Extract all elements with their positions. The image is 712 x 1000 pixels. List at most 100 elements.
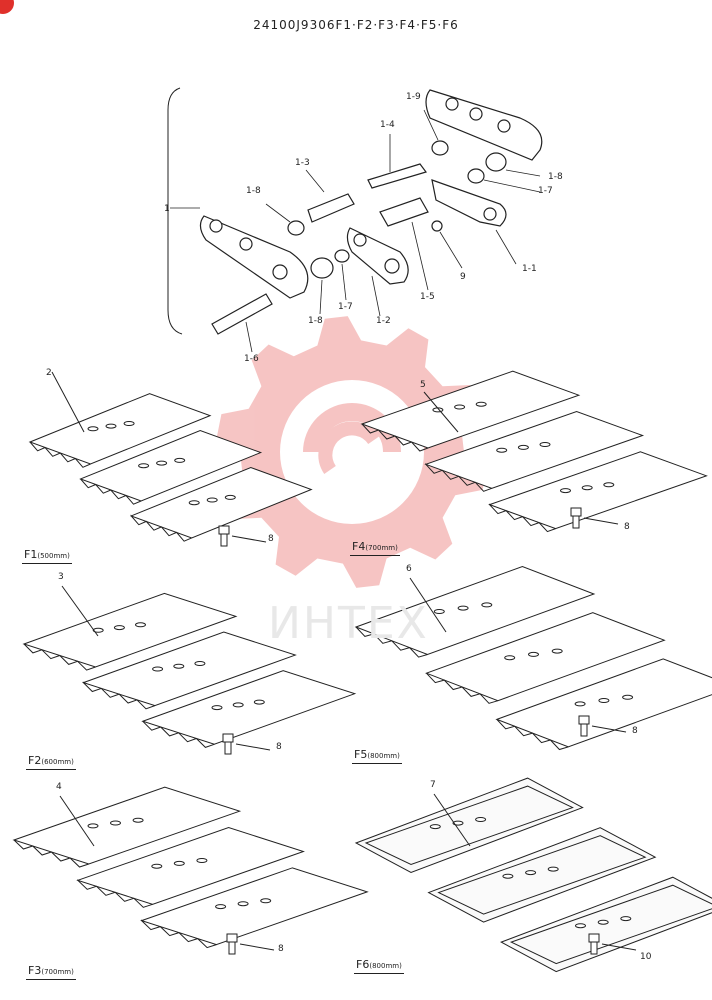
shoe-bolt-hole: [457, 605, 469, 611]
bolt-leader-line: [583, 517, 619, 525]
shoe-bolt-hole: [504, 655, 516, 661]
bolt-leader-line: [591, 725, 627, 733]
callout-part-5: 5: [420, 380, 426, 390]
track-shoe-f4: [360, 370, 708, 533]
shoe-bolt-hole: [211, 705, 223, 711]
part-leader-line: [423, 391, 459, 433]
shoe-bolt-hole: [502, 873, 514, 879]
track-shoe-f2: [22, 585, 357, 755]
shoe-bolt-hole: [123, 421, 135, 426]
caption-f2: F2(600mm): [26, 754, 76, 770]
shoe-bolt-hole: [575, 923, 586, 929]
shoe-bolt-hole: [525, 870, 537, 876]
shoe-bolt-hole: [539, 442, 551, 447]
shoe-bolt-hole: [232, 702, 244, 708]
shoe-bolt-hole: [224, 494, 236, 500]
bolt-shank-icon: [220, 533, 228, 547]
shoe-bolt-hole: [620, 916, 632, 922]
drawing-title: 24100J9306F1·F2·F3·F4·F5·F6: [253, 18, 459, 32]
shoe-grouser-edge: [82, 681, 156, 710]
shoe-grouser-edge: [80, 478, 142, 505]
shoe-bolt-hole: [113, 625, 125, 631]
shoe-bolt-hole: [105, 423, 117, 429]
shoe-bolt-hole: [151, 863, 163, 869]
shoe-grouser-edge: [496, 719, 569, 751]
shoe-plate: [141, 670, 357, 745]
part-leader-line: [433, 793, 471, 847]
shoe-grouser-edge: [361, 423, 429, 452]
shoe-grouser-edge: [23, 643, 96, 671]
part-leader-line: [51, 371, 85, 433]
shoe-bolt-hole: [517, 444, 529, 450]
watermark-gear-icon: [216, 316, 488, 588]
shoe-grouser-edge: [426, 672, 499, 704]
shoe-plate: [488, 451, 708, 530]
callout-1-8-upper-left: 1-8: [246, 186, 261, 196]
shoe-bolt-hole: [215, 904, 227, 910]
caption-f1: F1(500mm): [22, 548, 72, 564]
bolt-shank-icon: [224, 741, 232, 755]
callout-1-2: 1-2: [376, 316, 391, 326]
shoe-bolt-hole: [87, 823, 99, 829]
shoe-grouser-edge: [489, 503, 556, 533]
shoe-bolt-hole: [135, 622, 146, 628]
track-shoe-f3: [12, 786, 369, 955]
shoe-plate: [360, 370, 581, 449]
callout-1-8-right: 1-8: [548, 172, 563, 182]
callout-part-7: 7: [430, 780, 436, 790]
shoe-plate: [28, 393, 212, 465]
shoe-plate: [22, 592, 238, 668]
shoe-plate: [76, 826, 305, 905]
callout-part-4: 4: [56, 782, 62, 792]
bolt-head-icon: [218, 525, 230, 535]
shoe-bolt-hole: [597, 919, 609, 925]
shoe-pan-rim: [509, 884, 712, 965]
shoe-plate: [79, 430, 263, 502]
shoe-grouser-edge: [29, 441, 91, 468]
shoe-bolt-hole: [260, 898, 272, 904]
assembly-leaders: [170, 109, 541, 353]
callout-1-6: 1-6: [244, 354, 259, 364]
shoe-plate: [424, 410, 645, 489]
shoe-bolt-hole: [173, 860, 185, 866]
shoe-bolt-hole: [132, 817, 144, 823]
shoe-plate: [354, 565, 596, 656]
caption-f5: F5(800mm): [352, 748, 402, 764]
corner-marker: [0, 0, 14, 14]
shoe-pan-rim: [437, 835, 647, 915]
callout-bolt-f6: 10: [640, 952, 652, 962]
part-leader-line: [61, 585, 99, 637]
watermark-text: ИНТЕХ: [268, 598, 429, 649]
assembly-bracket: [167, 87, 183, 335]
shoe-bolt-hole: [622, 694, 634, 700]
shoe-grouser-edge: [130, 514, 192, 542]
callout-bolt-f4: 8: [624, 522, 630, 532]
bolt-head-icon: [222, 733, 234, 743]
shoe-bolt-hole: [194, 661, 206, 666]
bolt-head-icon: [226, 933, 238, 943]
link-assembly: [199, 89, 543, 335]
shoe-bolt-hole: [598, 698, 610, 703]
shoe-bolt-hole: [87, 426, 99, 432]
callout-part-6: 6: [406, 564, 412, 574]
bolt-shank-icon: [228, 941, 236, 955]
shoe-plate: [424, 612, 666, 702]
shoe-bolt-hole: [156, 460, 168, 466]
caption-f3: F3(700mm): [26, 964, 76, 980]
track-shoe-f5: [354, 565, 712, 751]
shoe-bolt-hole: [138, 463, 150, 469]
shoe-bolt-hole: [496, 447, 508, 453]
part-leader-line: [59, 795, 95, 847]
shoe-bolt-hole: [429, 824, 441, 830]
callout-1-9: 1-9: [406, 92, 421, 102]
shoe-plate: [129, 466, 313, 539]
callout-1-1: 1-1: [522, 264, 537, 274]
bolt-head-icon: [570, 507, 582, 517]
bolt-shank-icon: [590, 941, 598, 955]
bolt-leader-line: [231, 535, 267, 543]
shoe-grouser-edge: [355, 626, 428, 658]
callout-1-5: 1-5: [420, 292, 435, 302]
shoe-pan-plate: [499, 876, 712, 973]
